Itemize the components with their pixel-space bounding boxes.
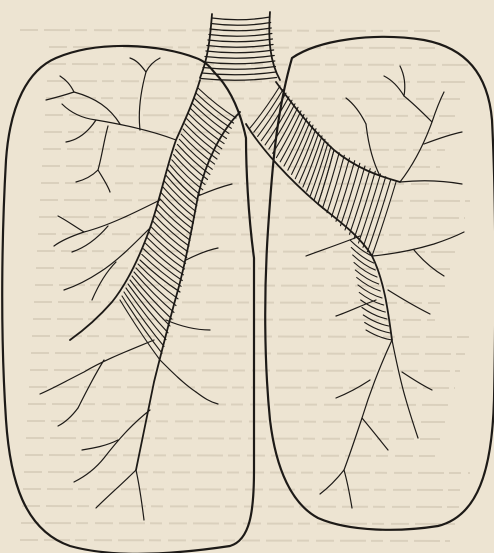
illustration-canvas: [0, 0, 494, 553]
lung-illustration: [0, 0, 494, 553]
paper-background: [0, 0, 494, 553]
